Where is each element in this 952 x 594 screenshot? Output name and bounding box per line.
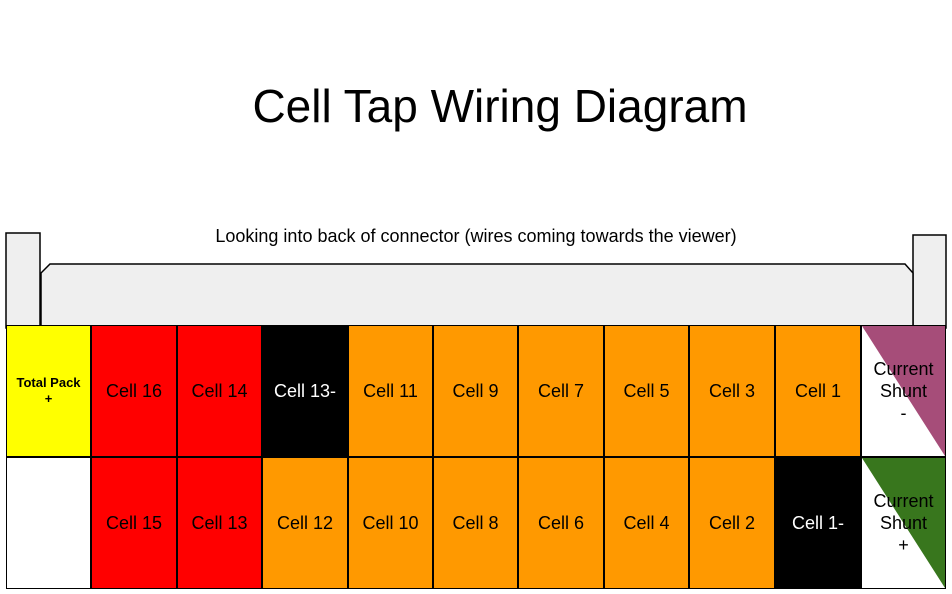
pin-label: Cell 13 xyxy=(191,513,248,533)
pin-bottom-6: Cell 8 xyxy=(433,457,518,589)
pin-top-2: Cell 16 xyxy=(91,325,177,457)
pin-top-8: Cell 5 xyxy=(604,325,689,457)
pin-top-5: Cell 11 xyxy=(348,325,433,457)
pin-bottom-10: Cell 1- xyxy=(775,457,861,589)
pin-top-10: Cell 1 xyxy=(775,325,861,457)
pin-top-9: Cell 3 xyxy=(689,325,775,457)
pin-bottom-5: Cell 10 xyxy=(348,457,433,589)
pin-label: Current Shunt + xyxy=(873,491,934,555)
pin-bottom-7: Cell 6 xyxy=(518,457,604,589)
pin-bottom-1 xyxy=(6,457,91,589)
pin-label: Cell 2 xyxy=(708,513,756,533)
pin-top-7: Cell 7 xyxy=(518,325,604,457)
pin-label: Cell 16 xyxy=(105,381,163,401)
right-latch-tab xyxy=(912,234,947,329)
pin-label: Cell 4 xyxy=(623,513,670,533)
shunt-color-triangle xyxy=(862,458,945,588)
pin-top-4: Cell 13- xyxy=(262,325,348,457)
pin-label: Total Pack + xyxy=(16,375,81,406)
pin-label: Cell 3 xyxy=(708,381,756,401)
pin-bottom-8: Cell 4 xyxy=(604,457,689,589)
pin-label: Cell 12 xyxy=(276,513,334,533)
pin-label: Cell 15 xyxy=(105,513,163,533)
pin-label: Current Shunt - xyxy=(873,359,934,423)
view-note: Looking into back of connector (wires co… xyxy=(215,226,737,246)
pin-top-1: Total Pack + xyxy=(6,325,91,457)
shunt-color-triangle xyxy=(862,326,945,456)
pin-label: Cell 5 xyxy=(623,381,670,401)
pin-label: Cell 11 xyxy=(363,381,418,401)
pin-bottom-9: Cell 2 xyxy=(689,457,775,589)
pin-label: Cell 1- xyxy=(791,513,844,533)
pin-label: Cell 6 xyxy=(537,513,585,533)
pin-label: Cell 8 xyxy=(452,513,499,533)
left-latch-tab xyxy=(5,232,41,329)
pin-label: Cell 14 xyxy=(191,381,248,401)
pin-bottom-11: Current Shunt + xyxy=(861,457,946,589)
pin-label: Cell 9 xyxy=(452,381,499,401)
pin-label: Cell 13- xyxy=(273,381,337,401)
pin-top-3: Cell 14 xyxy=(177,325,262,457)
pin-label: Cell 10 xyxy=(362,513,419,533)
pin-label: Cell 1 xyxy=(794,381,842,401)
pin-bottom-3: Cell 13 xyxy=(177,457,262,589)
pin-top-11: Current Shunt - xyxy=(861,325,946,457)
pin-bottom-4: Cell 12 xyxy=(262,457,348,589)
pin-top-6: Cell 9 xyxy=(433,325,518,457)
pin-bottom-2: Cell 15 xyxy=(91,457,177,589)
page-title: Cell Tap Wiring Diagram xyxy=(252,80,748,132)
pin-label: Cell 7 xyxy=(537,381,585,401)
